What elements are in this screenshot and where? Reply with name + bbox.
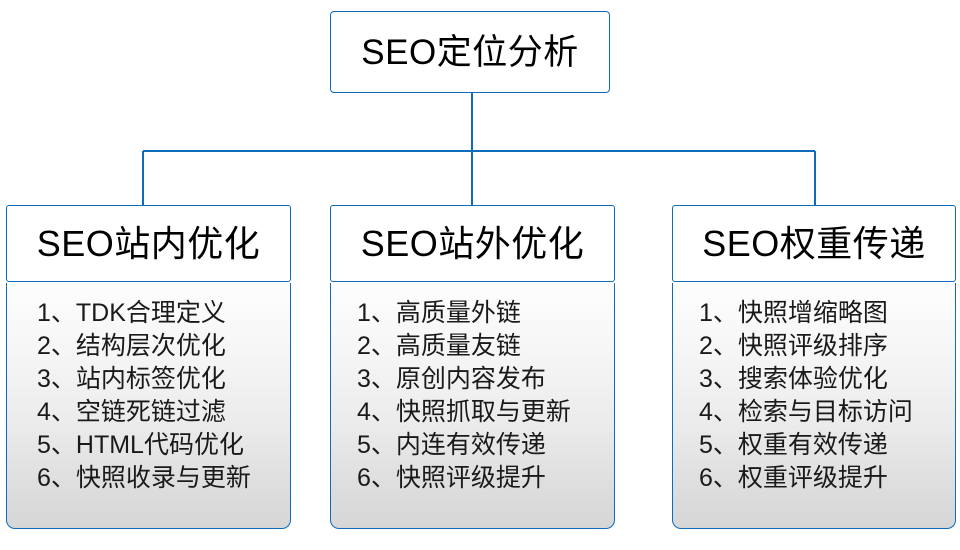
branch-header-title: SEO站内优化 [36, 222, 261, 264]
branch-column-seo-offsite: SEO站外优化 1、高质量外链 2、高质量友链 3、原创内容发布 4、快照抓取与… [330, 205, 615, 529]
branch-header-box[interactable]: SEO站内优化 [6, 205, 291, 282]
branch-item-list: 1、快照增缩略图 2、快照评级排序 3、搜索体验优化 4、检索与目标访问 5、权… [672, 283, 956, 529]
list-item: 4、空链死链过滤 [37, 398, 226, 426]
root-node-title: SEO定位分析 [361, 32, 579, 72]
list-item: 3、原创内容发布 [357, 365, 546, 393]
branch-header-box[interactable]: SEO站外优化 [330, 205, 615, 282]
list-item: 1、快照增缩略图 [699, 299, 888, 327]
branch-item-list: 1、高质量外链 2、高质量友链 3、原创内容发布 4、快照抓取与更新 5、内连有… [330, 283, 615, 529]
list-item: 6、快照评级提升 [357, 464, 546, 492]
list-item: 5、内连有效传递 [357, 431, 546, 459]
list-item: 2、结构层次优化 [37, 332, 226, 360]
branch-item-list: 1、TDK合理定义 2、结构层次优化 3、站内标签优化 4、空链死链过滤 5、H… [6, 283, 291, 529]
list-item: 5、HTML代码优化 [37, 431, 244, 459]
list-item: 6、权重评级提升 [699, 464, 888, 492]
list-item: 3、站内标签优化 [37, 365, 226, 393]
list-item: 4、检索与目标访问 [699, 398, 913, 426]
branch-header-box[interactable]: SEO权重传递 [672, 205, 956, 282]
branch-header-title: SEO权重传递 [702, 222, 926, 264]
list-item: 6、快照收录与更新 [37, 464, 251, 492]
root-node[interactable]: SEO定位分析 [330, 11, 610, 93]
list-item: 1、高质量外链 [357, 299, 521, 327]
branch-column-seo-onsite: SEO站内优化 1、TDK合理定义 2、结构层次优化 3、站内标签优化 4、空链… [6, 205, 291, 529]
list-item: 3、搜索体验优化 [699, 365, 888, 393]
list-item: 4、快照抓取与更新 [357, 398, 571, 426]
list-item: 5、权重有效传递 [699, 431, 888, 459]
list-item: 2、快照评级排序 [699, 332, 888, 360]
branch-column-seo-weight: SEO权重传递 1、快照增缩略图 2、快照评级排序 3、搜索体验优化 4、检索与… [672, 205, 956, 529]
list-item: 1、TDK合理定义 [37, 299, 226, 327]
list-item: 2、高质量友链 [357, 332, 521, 360]
branch-header-title: SEO站外优化 [360, 222, 585, 264]
